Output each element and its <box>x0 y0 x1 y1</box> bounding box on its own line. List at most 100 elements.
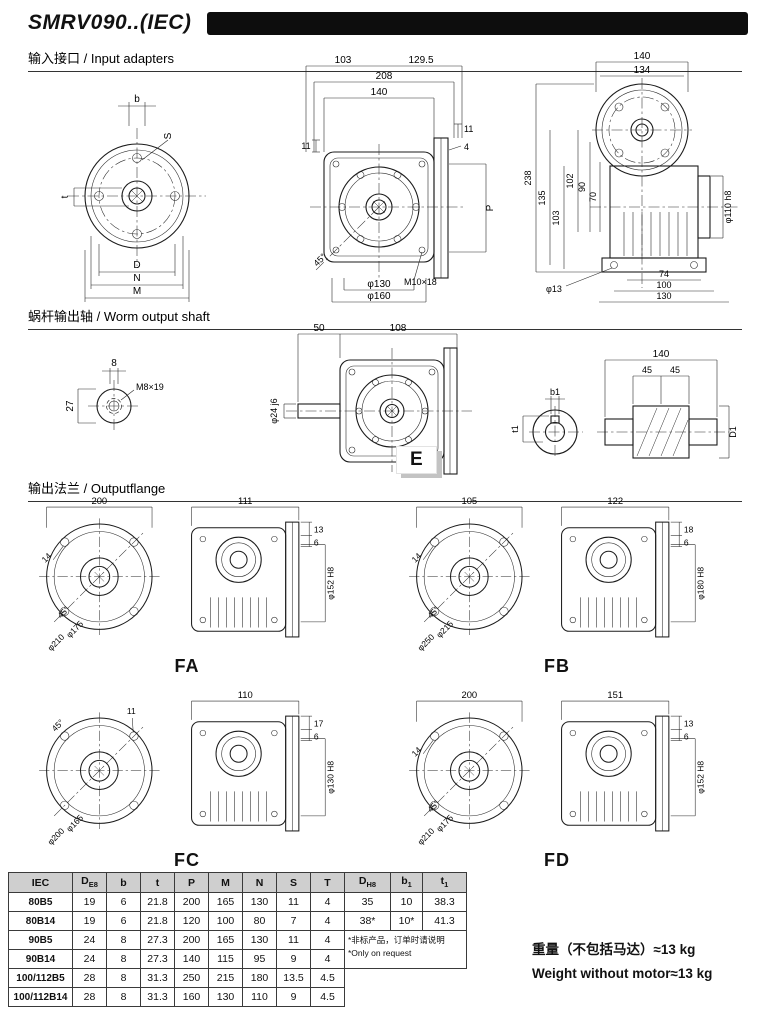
value-cell: 4.5 <box>310 987 345 1007</box>
dim-phi2: φ200 <box>45 826 66 847</box>
dim-130: 130 <box>656 291 671 301</box>
col-b: b <box>106 872 141 893</box>
value-cell: 250 <box>174 968 209 988</box>
dim-phi1: φ175 <box>434 812 455 833</box>
dim-phi130: φ130 <box>367 279 391 290</box>
fb-geometry <box>409 506 696 638</box>
value-cell: 24 <box>72 930 107 950</box>
value-cell: 28 <box>72 987 107 1007</box>
dim-134: 134 <box>634 65 651 76</box>
value-cell: 7 <box>276 911 311 931</box>
value-cell: 4 <box>310 892 345 912</box>
table-header-row: IEC DE8 b t P M N S T <box>8 872 345 893</box>
dim-45deg: 45° <box>312 251 329 268</box>
flange-label-fc: FC <box>174 850 200 870</box>
value-cell: 11 <box>276 892 311 912</box>
col-t: t <box>140 872 175 893</box>
col-m: M <box>208 872 243 893</box>
col-t2: T <box>310 872 345 893</box>
value-cell: 38* <box>344 911 391 931</box>
value-cell: 110 <box>242 987 277 1007</box>
dim-45a: 45 <box>642 365 652 375</box>
value-cell: 21.8 <box>140 892 175 912</box>
dim-phi160: φ160 <box>367 291 391 302</box>
dim-74: 74 <box>659 269 669 279</box>
title-bar-rule <box>207 11 748 35</box>
iec-cell: 80B14 <box>8 911 73 931</box>
value-cell: 8 <box>106 930 141 950</box>
value-cell: 115 <box>208 949 243 969</box>
fa-geometry <box>39 506 326 638</box>
drawing-shaft-detail: 140 45 45 b1 t1 D1 <box>505 344 740 472</box>
dim-phi13: φ13 <box>546 284 562 294</box>
title-bar: SMRV090..(IEC) <box>28 8 748 38</box>
value-cell: 24 <box>72 949 107 969</box>
value-cell: 100 <box>208 911 243 931</box>
dim-45deg: 45° <box>50 717 66 733</box>
value-cell: 31.3 <box>140 968 175 988</box>
dim-108: 108 <box>390 323 407 334</box>
dim-off1: 13 <box>314 524 324 534</box>
dim-side-top: 110 <box>238 689 253 700</box>
section-heading-text: 蜗杆输出轴 / Worm output shaft <box>28 309 210 324</box>
value-cell: 160 <box>174 987 209 1007</box>
value-cell: 200 <box>174 930 209 950</box>
section-heading-flange: 输出法兰 / Outputflange <box>28 478 742 502</box>
section-heading-worm: 蜗杆输出轴 / Worm output shaft <box>28 306 742 330</box>
dim-m10x18: M10×18 <box>404 277 437 287</box>
dim-t1: t1 <box>510 425 520 433</box>
value-cell: 200 <box>174 892 209 912</box>
value-cell: 4 <box>310 930 345 950</box>
dim-side-top: 151 <box>607 689 623 700</box>
value-cell: 165 <box>208 892 243 912</box>
col-d-sub: E8 <box>88 880 98 890</box>
value-cell: 11 <box>276 930 311 950</box>
dim-circle-top: 200 <box>91 495 107 506</box>
dim-phi1: φ165 <box>64 812 85 833</box>
dim-circle-top: 200 <box>461 689 477 700</box>
dim-45deg: 45° <box>55 604 71 620</box>
dim-140: 140 <box>653 349 670 360</box>
drawing-input-side: 140 134 238 135 103 102 90 70 φ110 h8 φ1… <box>520 51 755 303</box>
section-heading-input: 输入接口 / Input adapters <box>28 48 742 72</box>
note-cell: *非标产品，订单时请说明 *Only on request <box>344 930 467 969</box>
dim-p: P <box>485 204 496 211</box>
dim-off1: 18 <box>684 524 694 534</box>
dim-45deg: 45° <box>425 604 441 620</box>
section-heading-text: 输出法兰 / Outputflange <box>28 481 166 496</box>
page-title: SMRV090..(IEC) <box>28 11 192 34</box>
value-cell: 9 <box>276 949 311 969</box>
value-cell: 27.3 <box>140 949 175 969</box>
dim-50: 50 <box>313 323 325 334</box>
value-cell: 140 <box>174 949 209 969</box>
dim-102: 102 <box>565 173 575 188</box>
value-cell: 19 <box>72 892 107 912</box>
value-cell: 4 <box>310 911 345 931</box>
drawing-input-flange-front: b S t D N M <box>30 76 240 304</box>
weight-en: Weight without motor≈13 kg <box>532 965 713 981</box>
value-cell: 21.8 <box>140 911 175 931</box>
dim-135: 135 <box>537 190 547 205</box>
value-cell: 130 <box>208 987 243 1007</box>
view-label-e: E <box>396 446 437 474</box>
value-cell: 4 <box>310 949 345 969</box>
dim-off2: 6 <box>684 732 689 742</box>
drawing-worm-front: 50 108 φ24 j6 <box>240 322 495 477</box>
value-cell: 8 <box>106 968 141 988</box>
dim-phi-side: φ152 H8 <box>326 567 336 600</box>
dim-45deg: 45° <box>425 798 441 814</box>
worm-front-geometry <box>283 333 472 475</box>
shaft-detail-geometry <box>522 359 730 459</box>
value-cell: 10 <box>390 892 423 912</box>
dim-phi1: φ175 <box>64 618 85 639</box>
value-cell: 38.3 <box>422 892 467 912</box>
value-cell: 95 <box>242 949 277 969</box>
dim-phi2: φ210 <box>415 826 436 847</box>
fc-geometry <box>39 700 326 832</box>
